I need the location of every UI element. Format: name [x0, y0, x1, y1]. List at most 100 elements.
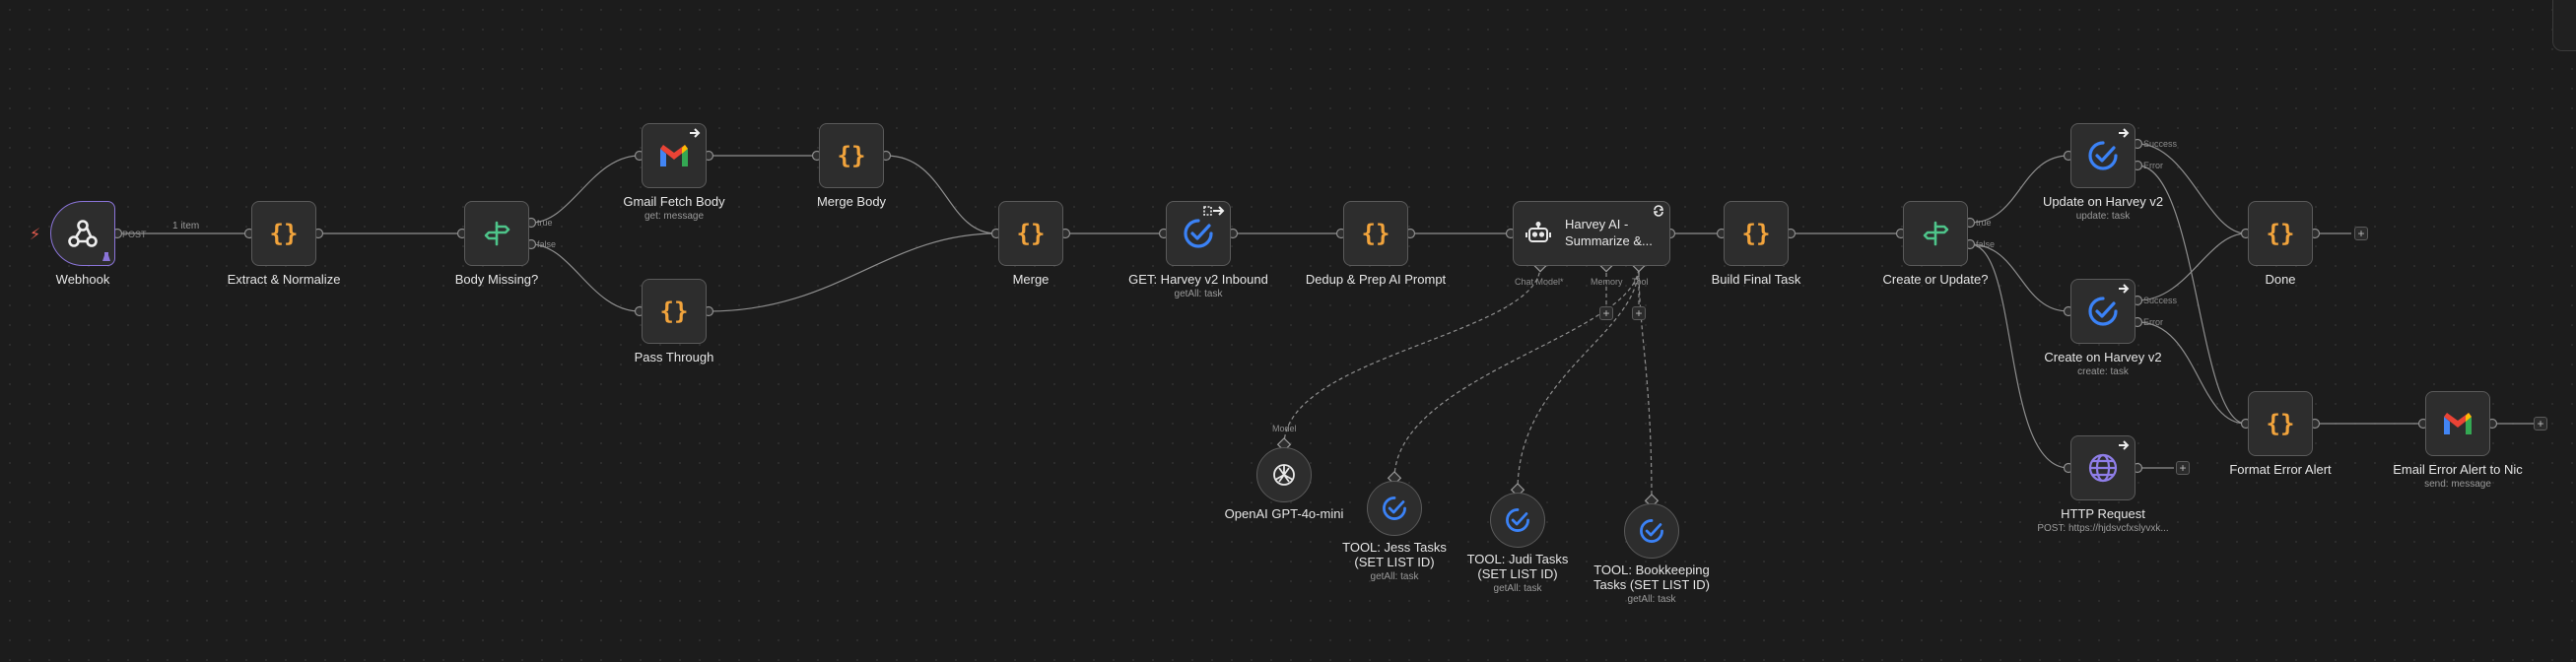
port-label-error: Error [2143, 161, 2163, 170]
node-gmail-fetch-body[interactable] [642, 123, 707, 188]
node-title: OpenAI GPT-4o-mini [1224, 506, 1344, 521]
port-label-true: true [537, 218, 553, 228]
node-title: Create on Harvey v2 [2044, 350, 2162, 364]
node-tool-judi-tasks[interactable] [1490, 493, 1545, 548]
svg-text:{}: {} [1742, 220, 1771, 247]
arrow-right-icon [2119, 128, 2130, 138]
node-title: GET: Harvey v2 Inbound [1128, 272, 1268, 287]
edge-update-error [2136, 165, 2247, 425]
code-braces-icon: {} [654, 292, 694, 331]
node-subtitle: getAll: task [1370, 571, 1419, 582]
node-subtitle: get: message [644, 211, 705, 222]
add-tool-button[interactable]: + [1632, 306, 1646, 320]
harvey-check-icon [1632, 511, 1671, 551]
edge-openai-ai [1283, 265, 1541, 446]
robot-icon [1524, 214, 1553, 253]
harvey-check-icon [2083, 292, 2123, 331]
port-label-memory: Memory [1591, 277, 1623, 287]
node-title: Build Final Task [1711, 272, 1801, 287]
node-title: HTTP Request [2061, 506, 2145, 521]
node-subtitle: POST: https://hjdsvcfxslyvxk... [2037, 523, 2169, 534]
port-label-tool: Tool [1632, 277, 1649, 287]
svg-text:{}: {} [1017, 220, 1046, 247]
node-create-harvey[interactable] [2070, 279, 2135, 344]
node-build-final-task[interactable]: {} [1724, 201, 1789, 266]
trigger-bolt-icon: ⚡︎ [30, 227, 41, 243]
code-braces-icon: {} [264, 214, 304, 253]
edge-update-done [2136, 143, 2247, 234]
node-pass-through[interactable]: {} [642, 279, 707, 344]
node-dedup-prep[interactable]: {} [1343, 201, 1408, 266]
node-title: TOOL: Judi Tasks (SET LIST ID) [1466, 552, 1569, 581]
port-label-post: POST [122, 230, 147, 239]
code-braces-icon: {} [2261, 214, 2300, 253]
node-format-error-alert[interactable]: {} [2248, 391, 2313, 456]
flask-icon [102, 252, 110, 261]
node-create-or-update[interactable] [1903, 201, 1968, 266]
edge-cou-create [1969, 243, 2069, 312]
svg-text:{}: {} [2267, 410, 2295, 437]
node-body-missing[interactable] [464, 201, 529, 266]
node-tool-bookkeeping-tasks[interactable] [1624, 503, 1679, 559]
edge-mergebody-merge [885, 155, 997, 234]
add-node-after-done-button[interactable]: + [2354, 227, 2368, 240]
refresh-icon [1654, 205, 1663, 217]
node-openai-model[interactable] [1256, 447, 1312, 502]
code-braces-icon: {} [1356, 214, 1395, 253]
node-subtitle: getAll: task [1493, 583, 1542, 594]
edge-create-error [2136, 321, 2247, 425]
add-node-after-email-button[interactable]: + [2534, 417, 2547, 430]
port-label-false: false [1976, 239, 1996, 249]
node-title: Merge [1012, 272, 1050, 287]
globe-icon [2083, 448, 2123, 488]
node-title: Webhook [55, 272, 110, 287]
svg-text:{}: {} [838, 142, 866, 169]
node-merge[interactable]: {} [998, 201, 1063, 266]
edge-bodymissing-gmail [530, 155, 641, 224]
node-merge-body[interactable]: {} [819, 123, 884, 188]
side-panel-edge[interactable] [2552, 0, 2576, 51]
svg-text:{}: {} [660, 298, 689, 325]
harvey-check-icon [1498, 500, 1537, 540]
node-harvey-ai-agent[interactable]: Harvey AI - Summarize &... [1513, 201, 1670, 266]
node-subtitle: getAll: task [1627, 594, 1676, 605]
port-label-chat-model: Chat Model* [1515, 277, 1564, 287]
edge-judi-ai [1517, 265, 1640, 492]
add-node-after-http-button[interactable]: + [2176, 461, 2190, 475]
node-title: Merge Body [816, 194, 887, 209]
edge-pass-merge [708, 232, 997, 312]
node-tool-jess-tasks[interactable] [1367, 481, 1422, 536]
port-label-true: true [1976, 218, 1992, 228]
node-email-error-alert[interactable] [2425, 391, 2490, 456]
node-subtitle: create: task [2077, 366, 2129, 377]
node-title: Gmail Fetch Body [623, 194, 725, 209]
edge-cou-update [1969, 155, 2069, 224]
node-title: Format Error Alert [2229, 462, 2332, 477]
node-title: Done [2265, 272, 2296, 287]
if-branch-icon [477, 214, 516, 253]
node-title: Body Missing? [454, 272, 539, 287]
harvey-check-icon [1375, 489, 1414, 528]
node-title: Update on Harvey v2 [2042, 194, 2164, 209]
node-title: Create or Update? [1882, 272, 1989, 287]
code-braces-icon: {} [832, 136, 871, 175]
gmail-icon [2438, 404, 2477, 443]
port-label-error: Error [2143, 317, 2163, 327]
openai-icon [1264, 455, 1304, 495]
edge-jess-ai [1393, 265, 1640, 480]
node-webhook[interactable] [50, 201, 115, 266]
node-update-harvey[interactable] [2070, 123, 2135, 188]
edge-cou-http [1969, 243, 2069, 469]
node-title: Dedup & Prep AI Prompt [1305, 272, 1447, 287]
svg-text:{}: {} [2267, 220, 2295, 247]
node-extract-normalize[interactable]: {} [251, 201, 316, 266]
node-http-request[interactable] [2070, 435, 2135, 500]
arrow-right-icon [690, 128, 701, 138]
code-braces-icon: {} [1736, 214, 1776, 253]
node-done[interactable]: {} [2248, 201, 2313, 266]
port-label-success: Success [2143, 139, 2178, 149]
code-braces-icon: {} [2261, 404, 2300, 443]
add-memory-button[interactable]: + [1599, 306, 1613, 320]
node-get-harvey-inbound[interactable] [1166, 201, 1231, 266]
